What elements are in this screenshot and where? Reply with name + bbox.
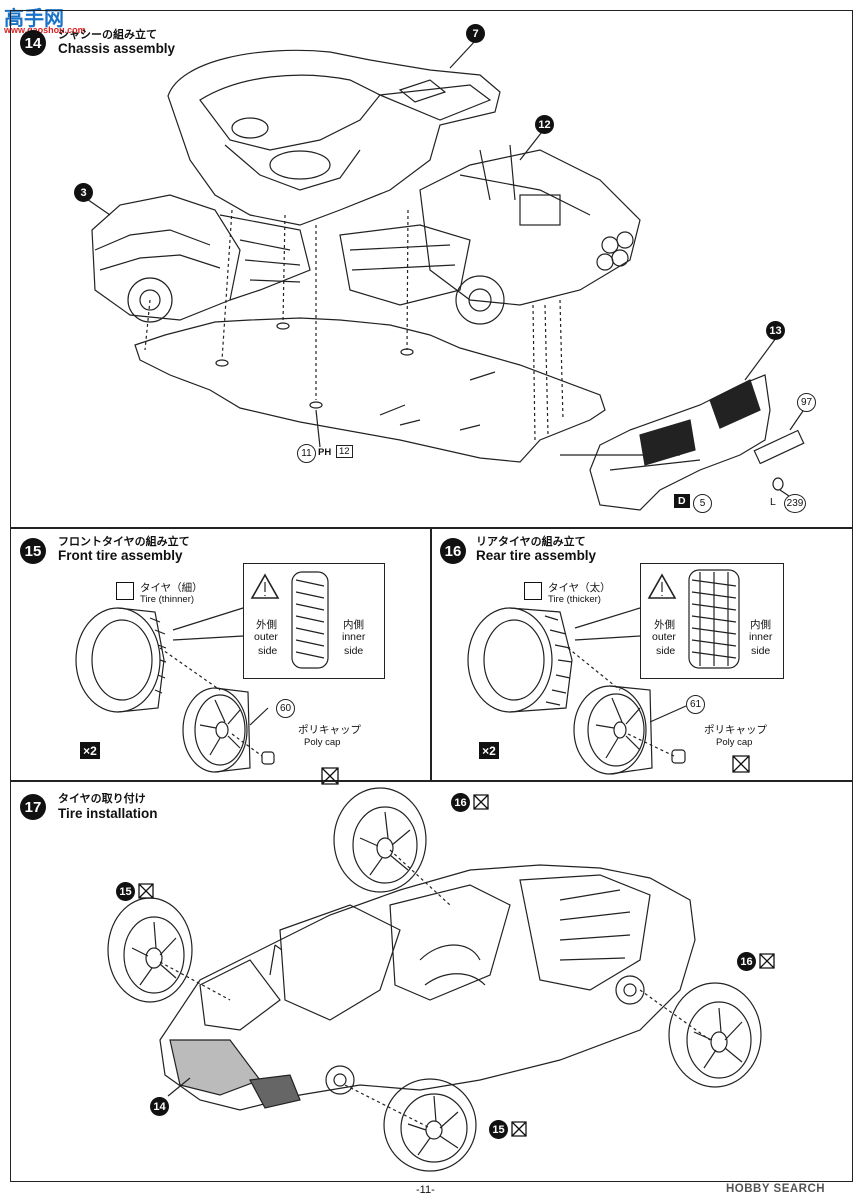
step15-panel — [10, 528, 431, 781]
no-glue-icon — [524, 582, 542, 600]
part-5-label: 5 — [693, 494, 712, 513]
part-13-label: 13 — [766, 321, 785, 340]
rear-inner-jp: 内側 — [750, 619, 771, 631]
front-tire-label-en: Tire (thinner) — [140, 594, 195, 605]
step15-title-jp: フロントタイヤの組み立て — [58, 536, 190, 548]
step14-title-en: Chassis assembly — [58, 41, 176, 56]
step17-label-16-top: 16 — [451, 793, 470, 812]
front-quantity-badge: ×2 — [80, 742, 100, 759]
rear-outer-en1: outer — [652, 631, 676, 643]
part-3-label: 3 — [74, 183, 93, 202]
part-11-label: 11 — [297, 444, 316, 463]
rear-tire-label-en: Tire (thicker) — [548, 594, 601, 605]
part-97-label: 97 — [797, 393, 816, 412]
no-glue-icon — [116, 582, 134, 600]
site-watermark: 高手网 — [4, 8, 64, 30]
part-ph-label: PH — [318, 447, 332, 458]
step16-title-jp: リアタイヤの組み立て — [476, 536, 586, 548]
step14-panel — [10, 10, 853, 528]
part-l-label: L — [770, 496, 776, 508]
site-watermark-url: www.gaoshou.com — [4, 25, 86, 35]
part-7-label: 7 — [466, 24, 485, 43]
part-239-label: 239 — [784, 494, 806, 513]
step17-title-en: Tire installation — [58, 806, 158, 821]
step15-title-en: Front tire assembly — [58, 548, 183, 563]
rear-inner-en2: side — [751, 645, 771, 657]
rear-polycap-en: Poly cap — [716, 737, 753, 748]
front-outer-en1: outer — [254, 631, 278, 643]
front-tire-label-jp: タイヤ（細） — [140, 582, 203, 594]
part-d-label: D — [674, 494, 690, 508]
step17-title-jp: タイヤの取り付け — [58, 793, 146, 805]
rear-outer-jp: 外側 — [654, 619, 675, 631]
step17-panel — [10, 781, 853, 1182]
step16-number: 16 — [440, 538, 466, 564]
step17-label-14: 14 — [150, 1097, 169, 1116]
step17-label-15-bottom: 15 — [489, 1120, 508, 1139]
chassis-exploded-illustration — [83, 39, 806, 511]
part-12-box-label: 12 — [336, 445, 353, 458]
front-polycap-en: Poly cap — [304, 737, 341, 748]
front-tire-direction-box — [243, 563, 385, 679]
step14-title-jp: シャシーの組み立て — [58, 29, 157, 41]
rear-inner-en1: inner — [749, 631, 773, 643]
step16-title-en: Rear tire assembly — [476, 548, 597, 563]
step17-number: 17 — [20, 794, 46, 820]
step17-label-16-right: 16 — [737, 952, 756, 971]
rear-quantity-badge: ×2 — [479, 742, 499, 759]
step14-number: 14 — [20, 30, 46, 56]
front-inner-en2: side — [344, 645, 364, 657]
front-outer-jp: 外側 — [256, 619, 277, 631]
rear-polycap-jp: ポリキャップ — [704, 724, 767, 736]
front-wheel-part-60: 60 — [276, 699, 295, 718]
front-inner-jp: 内側 — [343, 619, 364, 631]
step16-panel — [431, 528, 853, 781]
rear-wheel-part-61: 61 — [686, 695, 705, 714]
front-polycap-jp: ポリキャップ — [298, 724, 361, 736]
rear-outer-en2: side — [656, 645, 676, 657]
brand-watermark: HOBBY SEARCH — [726, 1183, 826, 1195]
front-outer-en2: side — [258, 645, 278, 657]
step15-number: 15 — [20, 538, 46, 564]
rear-tire-label-jp: タイヤ（太） — [548, 582, 611, 594]
step17-label-15-left: 15 — [116, 882, 135, 901]
front-inner-en1: inner — [342, 631, 366, 643]
part-12-label: 12 — [535, 115, 554, 134]
page-number: -11- — [416, 1184, 435, 1196]
